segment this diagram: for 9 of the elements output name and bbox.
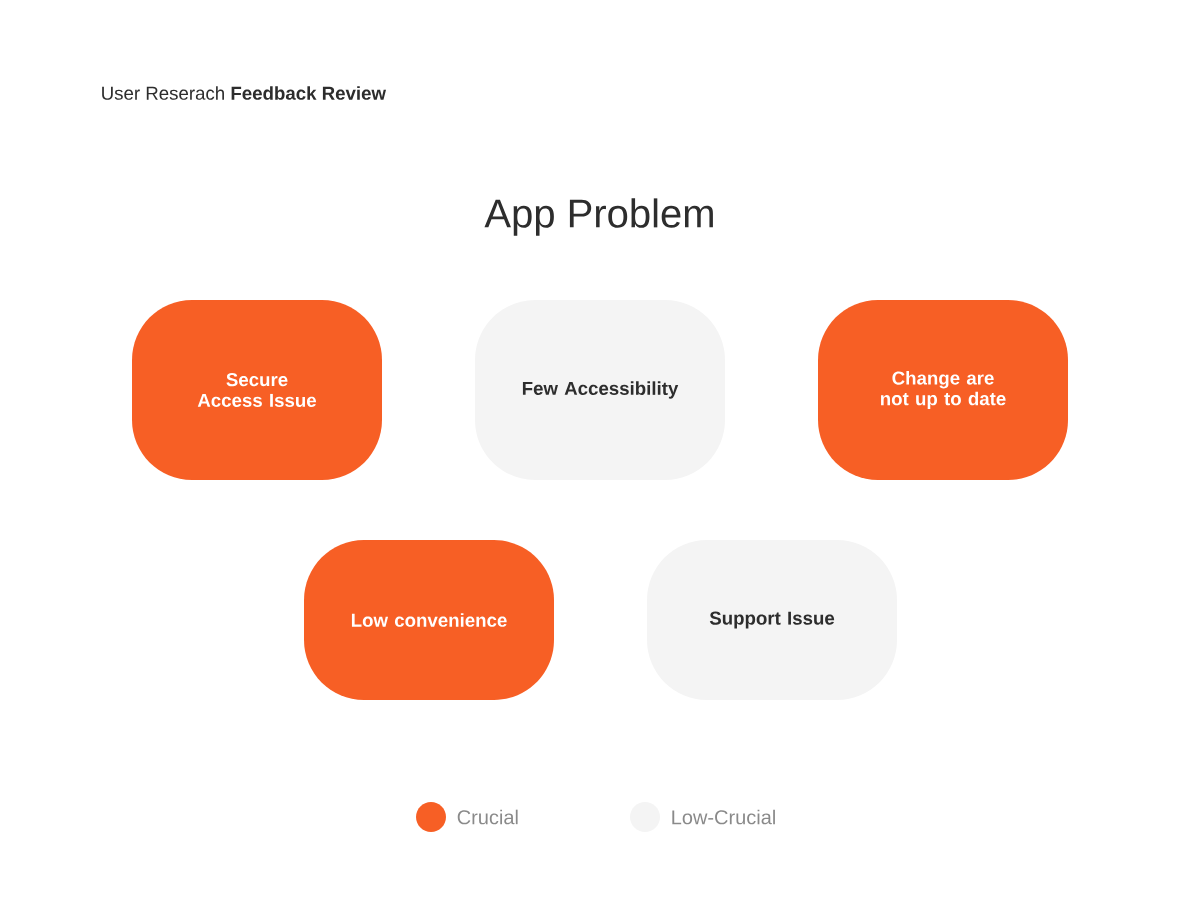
category-box: Few Accessibility — [475, 300, 725, 480]
category-box: Low convenience — [304, 540, 554, 700]
legend-label: Crucial — [457, 809, 518, 825]
legend-label: Low-Crucial — [672, 809, 775, 825]
category-box: Change are not up to date — [818, 300, 1068, 480]
heading: User Reserach Feedback Review — [102, 86, 386, 100]
category-box: Secure Access Issue — [132, 300, 382, 480]
title: App Problem — [484, 198, 713, 236]
category-box: Support Issue — [647, 540, 897, 700]
